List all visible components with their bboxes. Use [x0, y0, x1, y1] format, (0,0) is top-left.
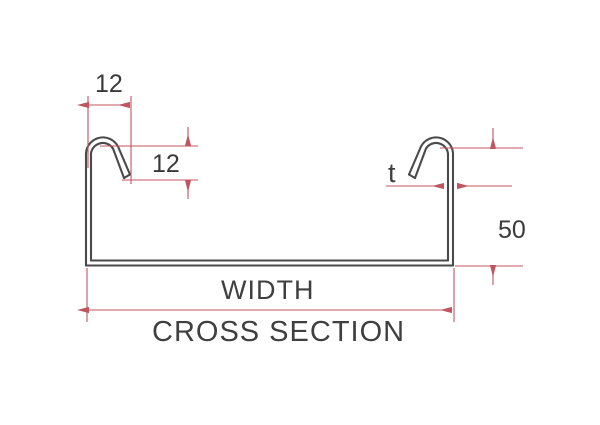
right-lip-inner — [413, 142, 450, 180]
dim-label-width: WIDTH — [221, 275, 314, 305]
channel-profile — [84, 136, 455, 267]
dim-label-hook-horizontal: 12 — [95, 70, 123, 98]
dim-label-hook-vertical: 12 — [152, 150, 180, 178]
right-lip-outer — [407, 136, 455, 176]
dimension-hook-horizontal — [77, 96, 132, 184]
left-lip-tip — [122, 173, 132, 180]
dimension-hook-vertical — [100, 127, 198, 199]
dim-label-web-height: 50 — [498, 216, 526, 244]
drawing-caption: CROSS SECTION — [152, 316, 405, 348]
left-lip-outer — [84, 136, 132, 176]
left-lip-inner — [89, 142, 126, 180]
dimension-web-height — [440, 128, 523, 285]
dimension-width — [77, 268, 455, 322]
right-lip-tip — [407, 173, 417, 180]
profile-outer-path — [86, 143, 453, 266]
dim-label-thickness: t — [388, 158, 397, 188]
